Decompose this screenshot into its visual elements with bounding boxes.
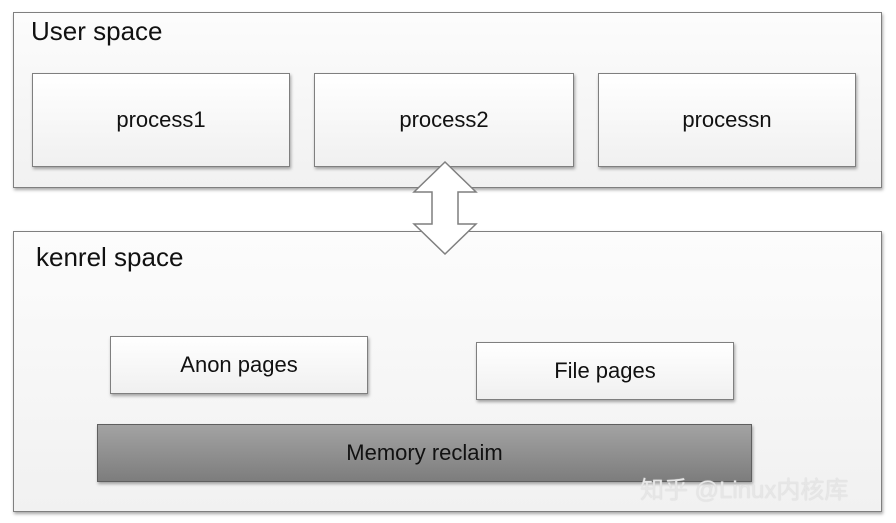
double-arrow-icon — [412, 160, 478, 256]
watermark-text: 知乎 @Linux内核库 — [640, 477, 849, 504]
file-pages-box: File pages — [476, 342, 734, 400]
anon-pages-box: Anon pages — [110, 336, 368, 394]
memory-reclaim-box: Memory reclaim — [97, 424, 752, 482]
user-space-title: User space — [31, 16, 163, 46]
process2-box: process2 — [314, 73, 574, 167]
processn-box: processn — [598, 73, 856, 167]
process1-box: process1 — [32, 73, 290, 167]
kernel-space-title: kenrel space — [36, 242, 184, 272]
